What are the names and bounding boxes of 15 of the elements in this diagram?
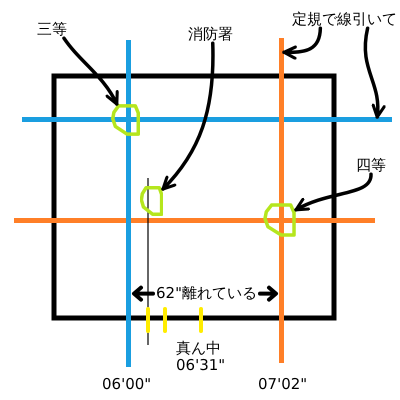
leader-arrow	[62, 36, 119, 106]
coordinate-label: 07'02"	[258, 376, 308, 394]
ring-marker	[263, 203, 296, 237]
ring-marker	[140, 186, 163, 216]
callout-label: 消防署	[188, 26, 233, 44]
leader-arrow	[364, 26, 386, 119]
callout-label: 定規で線引いて	[292, 11, 397, 28]
dimension-label: 62"離れている	[156, 285, 257, 302]
callout-label: 三等	[37, 21, 67, 38]
leader-arrow	[282, 26, 322, 60]
ring-marker	[111, 104, 140, 136]
coordinate-label: 真ん中 06'31"	[176, 340, 226, 374]
callout-label: 四等	[356, 157, 386, 174]
coordinate-label: 06'00"	[102, 376, 152, 394]
leader-arrow	[161, 42, 215, 191]
